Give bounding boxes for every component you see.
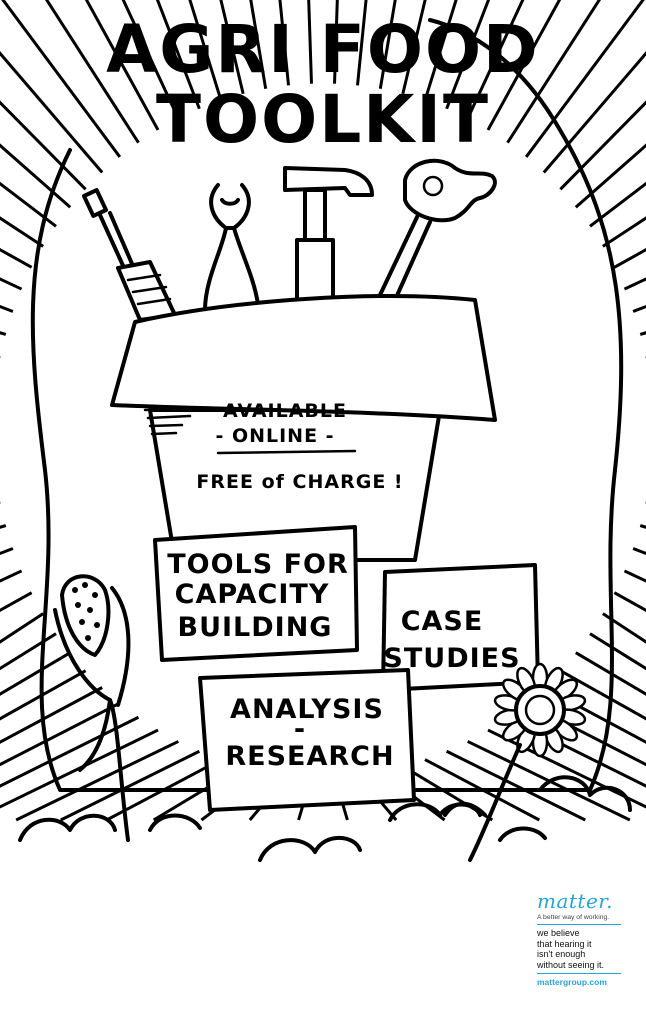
corn-icon [53, 574, 131, 842]
sun-ray [0, 686, 103, 744]
sun-ray [0, 304, 14, 313]
sun-ray [60, 749, 201, 822]
sun-ray [333, 0, 339, 84]
sun-ray [524, 0, 645, 158]
sun-ray [307, 0, 313, 84]
sun-ray [44, 0, 140, 144]
analysis-box-line-1: ANALYSIS [230, 694, 384, 725]
sun-ray [445, 749, 586, 822]
pliers-icon [203, 183, 260, 312]
tools-for-capacity-building-box: TOOLS FOR CAPACITY BUILDING [153, 525, 359, 662]
sun-ray [575, 651, 646, 696]
matter-logo-block: matter. A better way of working. we beli… [537, 890, 637, 987]
sun-ray [0, 143, 72, 209]
sun-ray [506, 0, 602, 144]
sun-ray [423, 0, 458, 101]
sun-ray [401, 0, 427, 95]
available-label: AVAILABLE [223, 400, 347, 422]
sun-ray [0, 701, 121, 767]
sun-ray [602, 216, 646, 248]
sun-ray [0, 51, 104, 174]
tools-box-line-1: TOOLS FOR [167, 549, 349, 580]
online-label: - ONLINE - [215, 425, 334, 447]
sun-ray [84, 0, 160, 131]
sun-ray [0, 181, 57, 228]
toolkit-bucket [110, 294, 497, 562]
sun-ray [589, 632, 646, 671]
sun-ray [445, 0, 491, 110]
ground-clouds [18, 775, 632, 862]
sun-ray [0, 632, 57, 671]
sun-ray [121, 0, 180, 120]
screwdriver-icon [82, 188, 177, 322]
logo-message-line: isn't enough [537, 949, 586, 959]
sun-ray [188, 0, 223, 101]
sun-ray [219, 0, 245, 95]
sun-ray [378, 0, 397, 90]
sun-ray [0, 651, 71, 696]
sun-ray [559, 100, 646, 191]
sun-ray [356, 0, 368, 86]
logo-message: we believe that hearing it isn't enough … [537, 928, 637, 970]
sun-ray [623, 569, 646, 583]
analysis-box-line-3: RESEARCH [225, 741, 394, 772]
hammer-icon [283, 166, 374, 302]
sun-ray [278, 0, 290, 86]
tools-box-line-3: BUILDING [178, 612, 333, 643]
matter-logo: matter. [537, 889, 614, 913]
tools-box-line-2: CAPACITY [175, 579, 330, 610]
analysis-box-line-2: - [294, 714, 306, 745]
sun-ray [15, 740, 179, 822]
logo-message-line: that hearing it [537, 938, 592, 949]
sun-ray [632, 304, 646, 313]
logo-url[interactable]: mattergroup.com [537, 977, 607, 987]
sun-ray [0, 728, 159, 809]
sun-ray [249, 0, 268, 90]
analysis-research-box: ANALYSIS - RESEARCH [198, 668, 416, 812]
logo-divider [537, 924, 621, 925]
sun-ray [0, 247, 33, 269]
logo-tagline: A better way of working. [537, 914, 610, 921]
sun-ray [155, 0, 201, 110]
wrench-icon [378, 158, 497, 302]
case-box-line-1: CASE [401, 606, 484, 637]
sun-ray [466, 0, 525, 120]
logo-divider [537, 973, 621, 974]
sun-ray [559, 669, 646, 721]
sun-ray [589, 181, 646, 228]
logo-message-line: we believe [537, 928, 580, 938]
logo-message-line: without seeing it. [537, 959, 605, 970]
sun-ray [1, 0, 122, 158]
sun-ray [0, 569, 23, 583]
halo-outline [30, 18, 624, 792]
title-line-1: AGRI FOOD [106, 11, 540, 88]
sun-ray [542, 51, 646, 174]
sun-ray [613, 247, 646, 269]
sun-ray [543, 686, 646, 744]
sun-ray [574, 143, 646, 209]
free-of-charge-label: FREE of CHARGE ! [196, 471, 403, 493]
sun-ray [0, 100, 87, 191]
sun-ray [0, 216, 44, 248]
title-line-2: TOOLKIT [156, 81, 490, 158]
